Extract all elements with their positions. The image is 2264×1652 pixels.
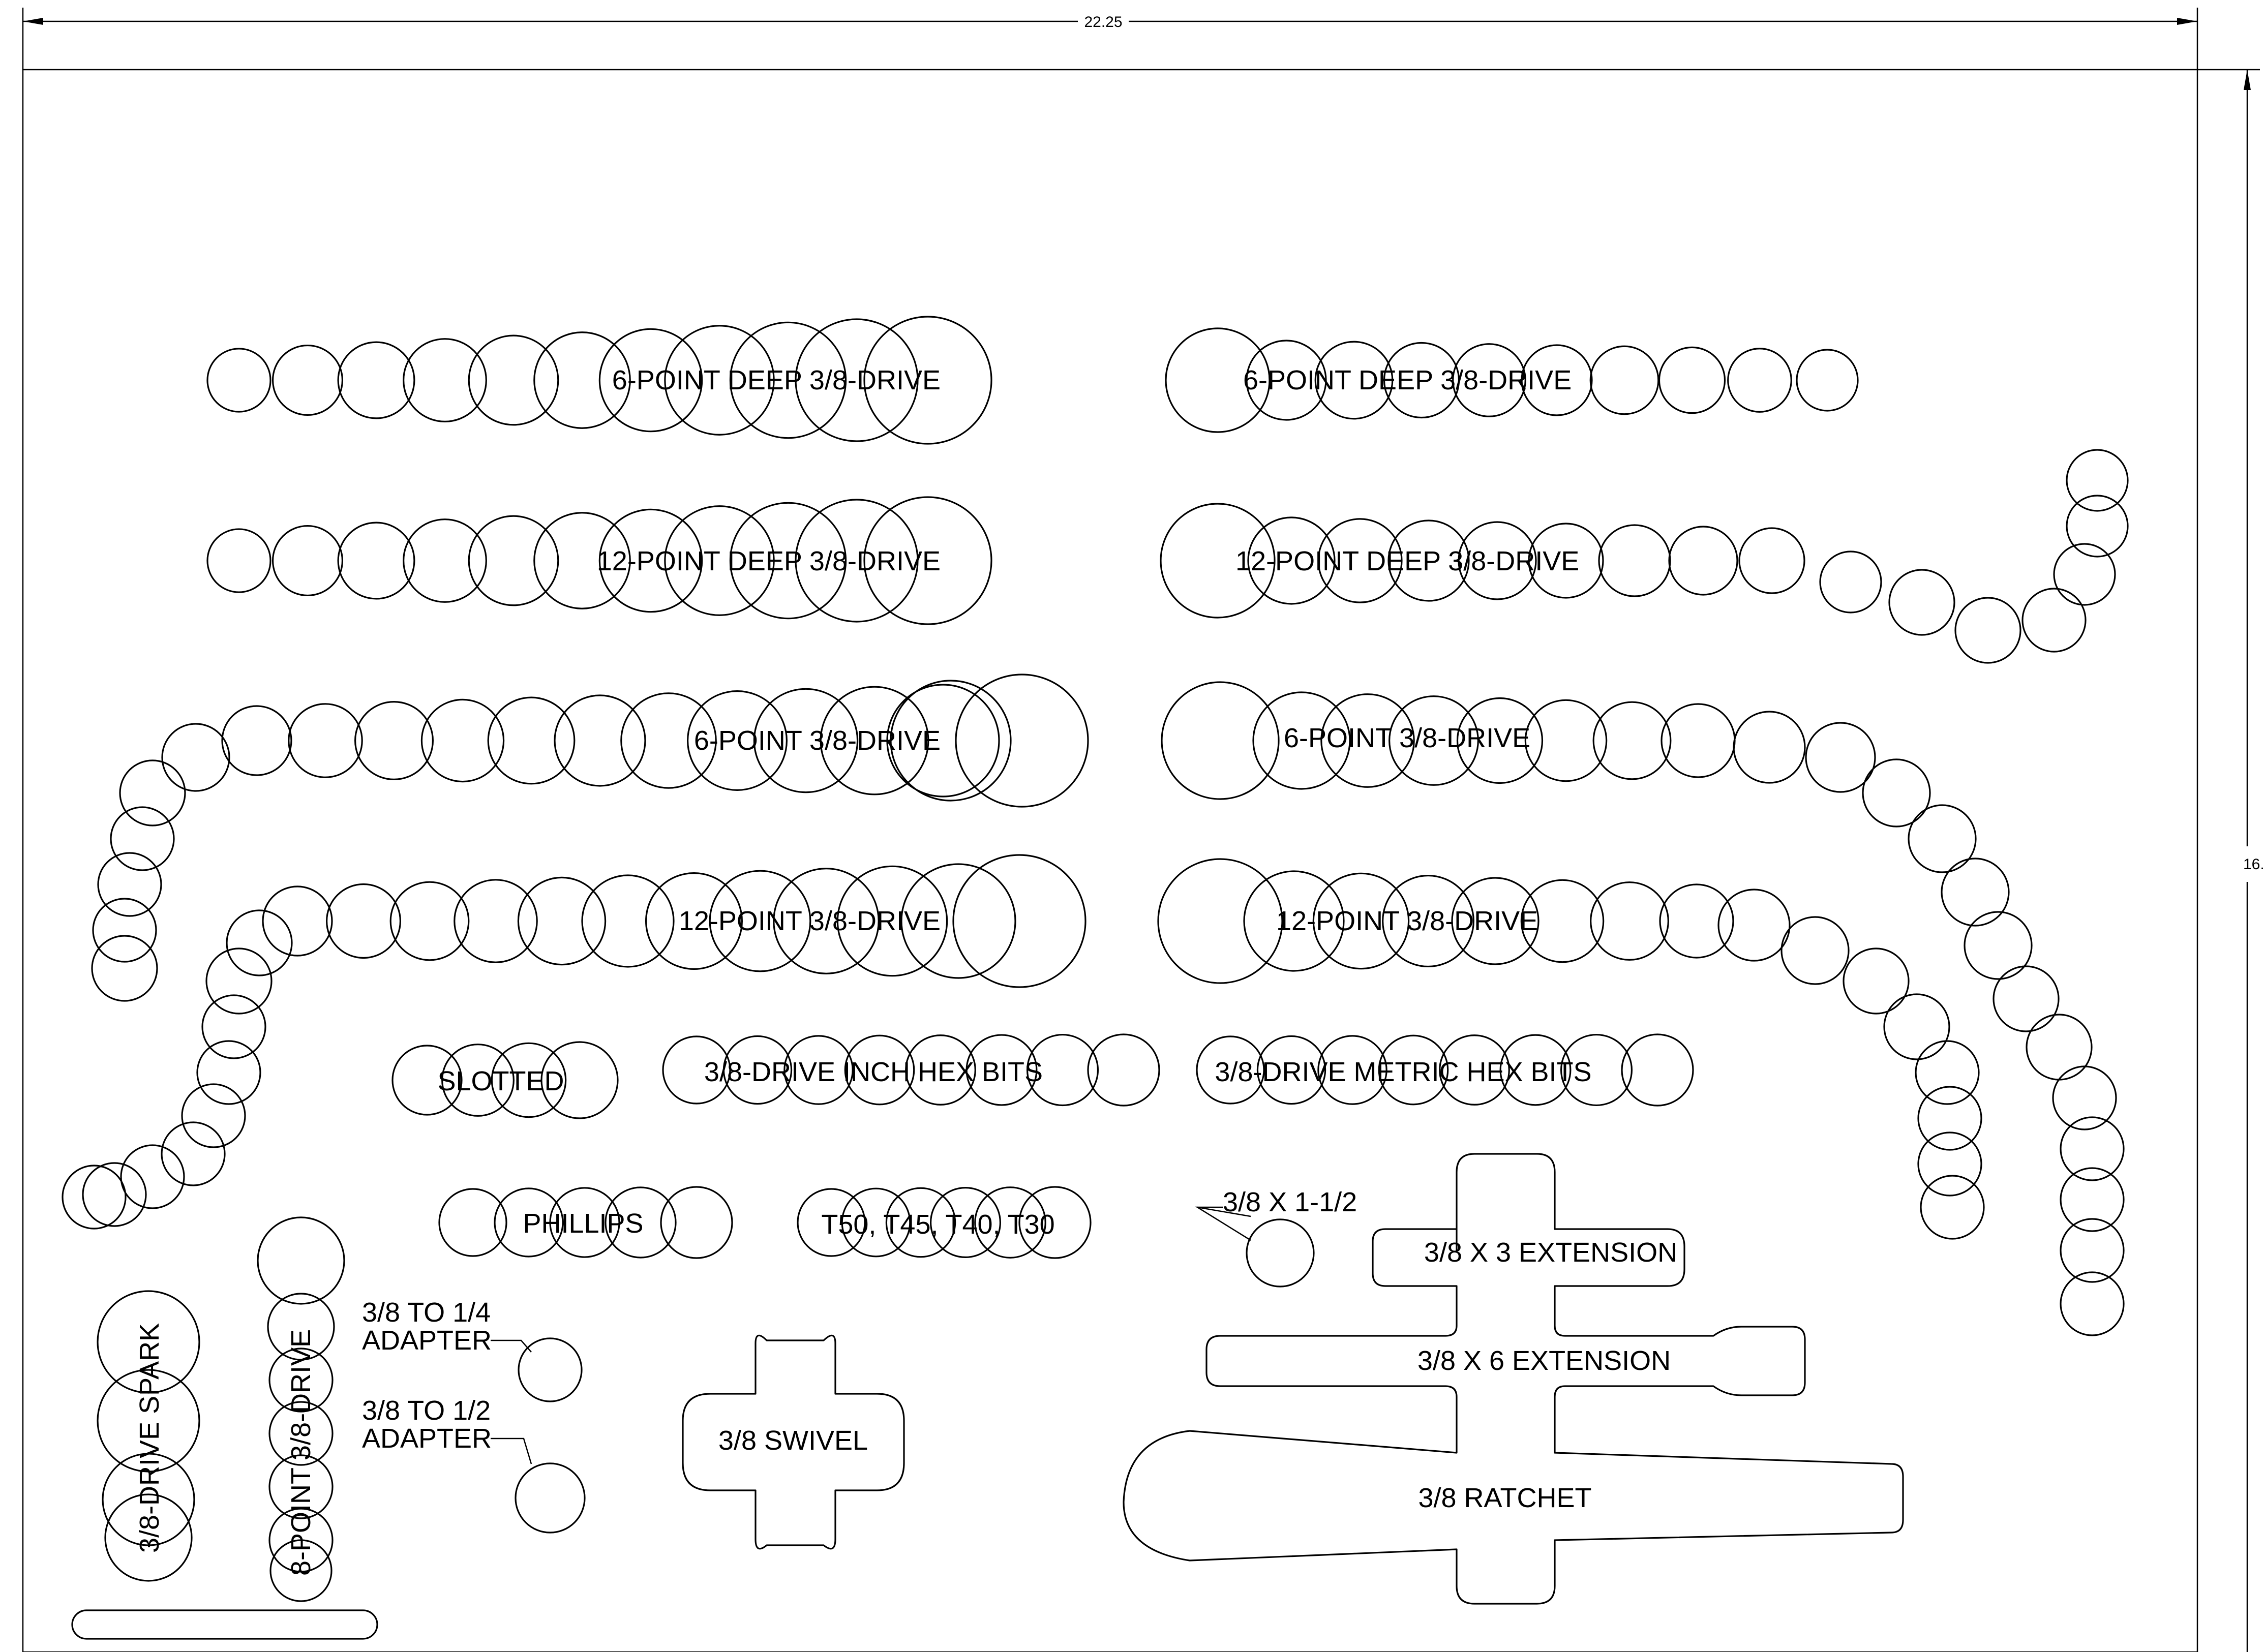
swivel-pocket: 3/8 SWIVEL bbox=[682, 1334, 905, 1550]
height-dimension: 16.25 bbox=[2197, 69, 2264, 1652]
socket-12pt-right: 12-POINT 3/8-DRIVE bbox=[1157, 858, 1985, 1240]
socket-6pt-deep-left: 6-POINT DEEP 3/8-DRIVE bbox=[206, 316, 992, 445]
width-dimension: 22.25 bbox=[22, 8, 2198, 70]
bit-pocket bbox=[438, 1186, 733, 1259]
width-dimension-label: 22.25 bbox=[1084, 14, 1122, 30]
socket-label: 3/8-DRIVE SPARK bbox=[134, 1323, 165, 1553]
ext3-label: 3/8 X 3 EXTENSION bbox=[1424, 1237, 1677, 1268]
extension-ratchet-pocket: 3/8 X 3 EXTENSION 3/8 X 6 EXTENSION 3/8 … bbox=[1123, 1153, 1904, 1605]
bottom-slot bbox=[71, 1609, 378, 1640]
bits-label: 3/8-DRIVE INCH HEX BITS bbox=[704, 1057, 1043, 1087]
bits-inch-hex: 3/8-DRIVE INCH HEX BITS bbox=[662, 1033, 1160, 1107]
bit-pocket bbox=[662, 1033, 1160, 1107]
socket-8pt: 8-POINT 3/8-DRIVE bbox=[257, 1216, 345, 1602]
socket-pocket bbox=[206, 496, 992, 625]
socket-pocket bbox=[1157, 858, 1985, 1240]
socket-label: 12-POINT DEEP 3/8-DRIVE bbox=[1235, 546, 1579, 576]
socket-label: 12-POINT 3/8-DRIVE bbox=[1276, 906, 1538, 936]
socket-label: 8-POINT 3/8-DRIVE bbox=[286, 1329, 316, 1576]
socket-label: 6-POINT 3/8-DRIVE bbox=[1284, 723, 1530, 753]
socket-pocket bbox=[62, 854, 1086, 1230]
socket-12pt-deep-left: 12-POINT DEEP 3/8-DRIVE bbox=[206, 496, 992, 625]
socket-6pt-right: 6-POINT 3/8-DRIVE bbox=[1161, 681, 2125, 1336]
adapter-label: 3/8 TO 1/4 bbox=[362, 1297, 491, 1328]
adapter-half: 3/8 TO 1/2 ADAPTER bbox=[362, 1395, 586, 1534]
ext6-label: 3/8 X 6 EXTENSION bbox=[1417, 1345, 1671, 1376]
socket-6pt-deep-right: 6-POINT DEEP 3/8-DRIVE bbox=[1165, 327, 1859, 433]
bits-torx: T50, T45, T40, T30 bbox=[797, 1186, 1092, 1259]
bits-metric-hex: 3/8-DRIVE METRIC HEX BITS bbox=[1196, 1033, 1694, 1107]
extension-short: 3/8 X 1-1/2 bbox=[1195, 1187, 1357, 1288]
socket-pocket bbox=[91, 674, 1089, 1002]
socket-pocket bbox=[97, 1290, 200, 1582]
socket-6pt-left: 6-POINT 3/8-DRIVE bbox=[91, 674, 1089, 1002]
socket-label: 12-POINT 3/8-DRIVE bbox=[679, 906, 941, 936]
leader-line bbox=[491, 1437, 532, 1464]
ratchet-label: 3/8 RATCHET bbox=[1418, 1483, 1591, 1513]
adapter-pocket bbox=[515, 1462, 586, 1534]
adapter-label: ADAPTER bbox=[362, 1325, 492, 1356]
socket-pocket bbox=[1161, 681, 2125, 1336]
adapter-label: ADAPTER bbox=[362, 1423, 492, 1454]
extension-pocket bbox=[1246, 1218, 1315, 1288]
socket-label: 6-POINT 3/8-DRIVE bbox=[694, 725, 941, 756]
height-dimension-label: 16.25 bbox=[2243, 856, 2264, 873]
bits-label: T50, T45, T40, T30 bbox=[821, 1209, 1054, 1240]
bits-slotted: SLOTTED bbox=[391, 1041, 619, 1119]
socket-label: 6-POINT DEEP 3/8-DRIVE bbox=[612, 365, 941, 395]
socket-12pt-deep-right: 12-POINT DEEP 3/8-DRIVE bbox=[1160, 449, 2129, 664]
bits-label: SLOTTED bbox=[437, 1066, 564, 1096]
extension-label: 3/8 X 1-1/2 bbox=[1223, 1187, 1357, 1217]
bits-phillips: PHILLIPS bbox=[438, 1186, 733, 1259]
bits-label: 3/8-DRIVE METRIC HEX BITS bbox=[1215, 1057, 1591, 1087]
socket-label: 12-POINT DEEP 3/8-DRIVE bbox=[597, 546, 941, 576]
leader-line bbox=[491, 1339, 532, 1353]
bits-label: PHILLIPS bbox=[523, 1208, 643, 1239]
socket-12pt-left: 12-POINT 3/8-DRIVE bbox=[62, 854, 1086, 1230]
bit-pocket bbox=[391, 1041, 619, 1119]
socket-pocket bbox=[206, 316, 992, 445]
socket-pocket bbox=[1160, 449, 2129, 664]
socket-spark: 3/8-DRIVE SPARK bbox=[97, 1290, 200, 1582]
adapter-pocket bbox=[518, 1337, 583, 1402]
swivel-label: 3/8 SWIVEL bbox=[718, 1425, 868, 1456]
insert-outline bbox=[22, 69, 2198, 1652]
bit-pocket bbox=[797, 1186, 1092, 1259]
bit-pocket bbox=[1196, 1033, 1694, 1107]
socket-label: 6-POINT DEEP 3/8-DRIVE bbox=[1243, 365, 1572, 395]
adapter-quarter: 3/8 TO 1/4 ADAPTER bbox=[362, 1297, 583, 1402]
socket-pocket bbox=[1165, 327, 1859, 433]
socket-pocket bbox=[257, 1216, 345, 1602]
adapter-label: 3/8 TO 1/2 bbox=[362, 1395, 491, 1426]
ext3-pocket bbox=[1123, 1153, 1904, 1605]
